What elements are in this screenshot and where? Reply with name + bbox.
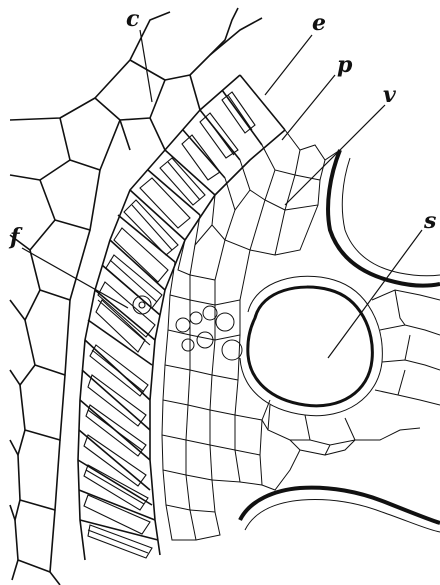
- leader-e: [265, 35, 312, 95]
- label-f: f: [8, 224, 23, 250]
- leader-p: [282, 75, 335, 140]
- passage-cell: [96, 296, 151, 352]
- label-e: e: [312, 10, 326, 36]
- cortex-cells: [10, 8, 262, 585]
- label-v: v: [383, 82, 396, 108]
- label-c: c: [126, 6, 140, 32]
- xylem-vessel: [240, 276, 440, 490]
- label-s: s: [423, 208, 436, 234]
- leader-f: [22, 248, 128, 308]
- label-p: p: [337, 52, 353, 78]
